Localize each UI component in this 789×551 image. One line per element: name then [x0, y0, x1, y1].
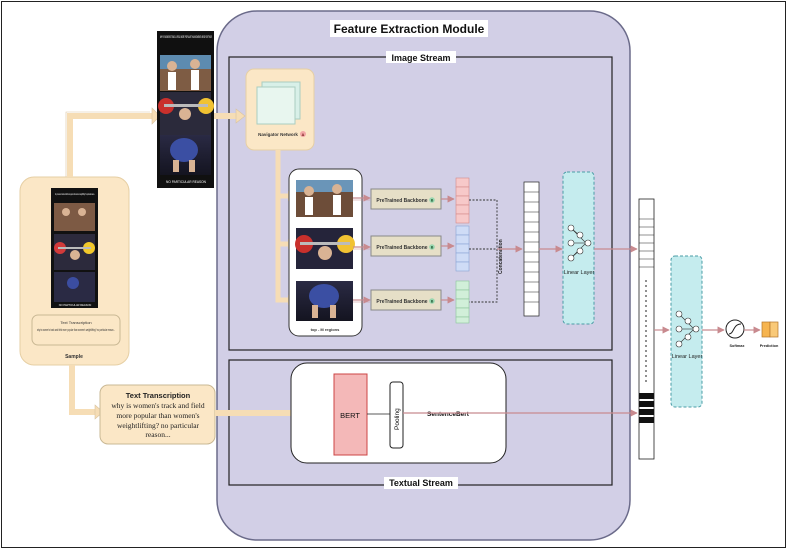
feature-vector-2	[455, 225, 470, 272]
backbone-label-2: PreTrained Backbone	[376, 245, 427, 251]
joint-vector-text-segment	[639, 393, 654, 423]
prediction-label: Prediction	[760, 344, 779, 348]
textual-stream-label-box	[384, 477, 458, 489]
sample-transcription-title: Text Transcription	[60, 320, 91, 325]
softmax-icon	[725, 319, 745, 339]
sample-meme-footer: NO PARTICULAR REASON	[59, 303, 92, 307]
concatenation-bracket	[469, 199, 498, 303]
pooling-label: Pooling	[394, 408, 401, 430]
sample-to-text-arrowhead	[94, 404, 104, 420]
sample-transcription-box	[31, 314, 121, 346]
sample-label: Sample	[65, 354, 83, 360]
regions-label: top - M regions	[311, 327, 340, 332]
input-meme-footer: NO PARTICULAR REASON	[166, 180, 207, 184]
prediction-vector	[761, 321, 779, 338]
navigator-symbol-badge	[300, 131, 306, 137]
sample-to-image-arrow	[67, 113, 153, 177]
sample-to-text-arrow	[69, 365, 96, 415]
text-transcription-body: why is women's track and field more popu…	[111, 401, 205, 440]
backbone-label-3: PreTrained Backbone	[376, 299, 427, 305]
textual-stream-label: Textual Stream	[389, 478, 453, 488]
linear-layer-2-box	[670, 255, 703, 408]
backbone-badge-2	[429, 244, 435, 250]
navigator-label: Navigator Network	[258, 132, 298, 137]
sample-transcription-body: why is women's track and field more popu…	[37, 328, 115, 332]
joint-vector-cells-top	[639, 218, 654, 268]
navigator-cube-front	[256, 86, 296, 125]
sentencebert-label: SentenceBert	[427, 411, 470, 418]
bert-label: BERT	[340, 411, 360, 420]
navigator-symbol: A	[302, 132, 305, 137]
linear-layer-1-network-icon	[567, 224, 592, 262]
backbone-badge-1	[429, 197, 435, 203]
feature-vector-1	[455, 177, 470, 224]
input-meme-caption: WHY IS WOMEN'S TRACK & FIELD MORE POPULA…	[160, 35, 212, 39]
region-crop-3	[296, 281, 353, 321]
sample-meme-caption: why is women's track and field more popu…	[55, 192, 95, 196]
softmax-curve	[728, 323, 742, 335]
concatenation-label: Concatenation	[498, 239, 504, 274]
text-transcription-title: Text Transcription	[126, 391, 191, 400]
sample-meme-thumbnail	[51, 188, 98, 308]
region-to-backbone-arrows	[353, 194, 371, 304]
region-crop-1	[296, 180, 353, 217]
backbone-symbol-3: B	[431, 300, 434, 304]
region-crop-2	[295, 228, 355, 269]
backbone-symbol-2: B	[431, 246, 434, 250]
concatenated-vector-cells	[524, 191, 539, 303]
linear-layer-1-box	[562, 171, 595, 325]
bert-block	[333, 373, 368, 456]
softmax-label: Softmax	[730, 344, 746, 348]
linear-layer-2-label: Linear Layer	[672, 354, 703, 360]
linear-layer-1-label: Linear Layer	[564, 270, 595, 276]
meme-to-navigator-arrowhead	[235, 108, 246, 124]
image-stream-label: Image Stream	[391, 53, 450, 63]
backbone-badge-3	[429, 298, 435, 304]
backbone-label-1: PreTrained Backbone	[376, 198, 427, 204]
linear-layer-2-network-icon	[675, 310, 700, 348]
sample-to-image-arrowhead	[151, 107, 161, 125]
module-title: Feature Extraction Module	[334, 22, 485, 36]
module-title-box	[330, 20, 488, 37]
input-meme-image	[157, 31, 214, 188]
feature-vector-3	[455, 280, 470, 324]
pooling-block	[389, 381, 404, 449]
backbone-symbol-1: B	[431, 199, 434, 203]
image-stream-label-box	[386, 51, 456, 63]
